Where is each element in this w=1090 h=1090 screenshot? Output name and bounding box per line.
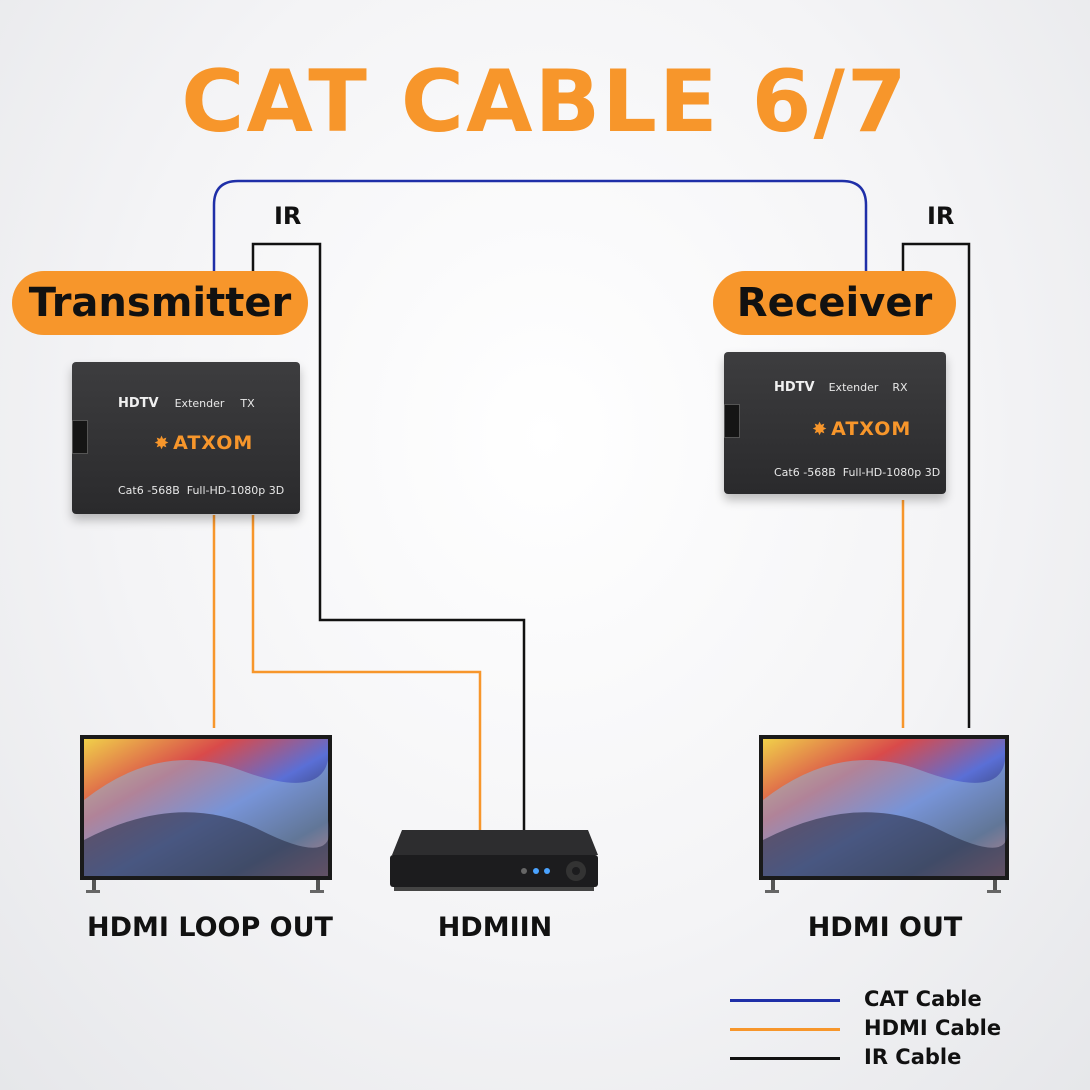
tx-port-icon [72, 420, 88, 454]
legend-line-ir [730, 1057, 840, 1060]
hdmi-source-box [390, 830, 598, 891]
legend-line-hdmi [730, 1028, 840, 1031]
rx-extender-text: Extender [828, 381, 879, 394]
rx-ir-line [901, 242, 971, 728]
caption-hdmi-out: HDMI OUT [807, 912, 963, 943]
tv-hdmi-out [759, 735, 1009, 893]
tx-hdmi-in-line [251, 515, 482, 830]
tx-brand-text: ATXOM [173, 432, 254, 454]
transmitter-label: Transmitter [12, 271, 308, 335]
rx-brand-text: ATXOM [831, 418, 912, 440]
legend-label-hdmi: HDMI Cable [864, 1016, 1002, 1040]
rx-ir-label: IR [927, 202, 955, 230]
legend-label-cat: CAT Cable [864, 987, 982, 1011]
caption-loop-out: HDMI LOOP OUT [87, 912, 333, 943]
rx-port-icon [724, 404, 740, 438]
tx-hdtv-text: HDTV [118, 396, 159, 411]
legend-line-cat [730, 999, 840, 1002]
tv-loop-out [80, 735, 332, 893]
tx-mode-text: TX [240, 397, 255, 410]
rx-mode-text: RX [892, 381, 908, 394]
tx-extender-text: Extender [174, 397, 225, 410]
transmitter-device: HDTV Extender TX ✸ ATXOM Cat6 -568B Full… [72, 362, 300, 514]
diagram-title: CAT CABLE 6/7 [181, 52, 909, 152]
legend-label-ir: IR Cable [864, 1045, 962, 1069]
tx-brand-icon: ✸ [154, 432, 170, 454]
cat-cable-line [212, 179, 868, 272]
tx-ir-label: IR [274, 202, 302, 230]
receiver-label: Receiver [713, 271, 956, 335]
tx-ir-line [251, 242, 526, 830]
rx-hdtv-text: HDTV [774, 380, 815, 395]
receiver-device: HDTV Extender RX ✸ ATXOM Cat6 -568B Full… [724, 352, 946, 494]
caption-hdmi-in: HDMIIN [437, 912, 553, 943]
rx-brand-icon: ✸ [812, 418, 828, 440]
tx-spec-text: Cat6 -568B Full-HD-1080p 3D [118, 484, 285, 497]
rx-spec-text: Cat6 -568B Full-HD-1080p 3D [774, 466, 941, 479]
